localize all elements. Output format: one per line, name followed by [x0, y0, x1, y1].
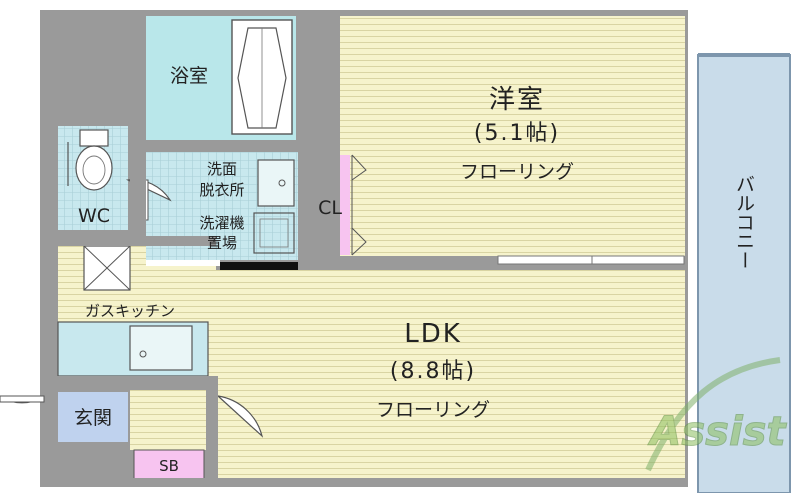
balcony-label: バルコニー: [733, 175, 755, 270]
western-floor: フローリング: [460, 161, 574, 183]
shoe-box: [133, 449, 205, 481]
washing-machine-space: [253, 212, 295, 254]
shoebox-label: SB: [159, 457, 179, 475]
assist-logo: Assist: [645, 357, 788, 472]
western-size: (5.1帖): [474, 121, 560, 146]
washroom-line-1: 洗面: [207, 160, 237, 178]
entrance: [58, 392, 128, 442]
ldk-floor: フローリング: [376, 399, 490, 421]
bath-label: 浴室: [170, 65, 208, 87]
toilet-tank: [79, 129, 109, 147]
balcony: [697, 54, 791, 494]
western-room: [340, 16, 685, 256]
wash-basin: [257, 159, 295, 207]
ldk-door: [216, 395, 264, 438]
washroom-line-4: 置場: [207, 234, 237, 252]
wc-label: WC: [78, 205, 110, 227]
washroom-line-2: 脱衣所: [199, 181, 244, 199]
kitchen-label: ガスキッチン: [85, 302, 175, 320]
toilet-bowl: [75, 145, 113, 191]
western-name: 洋室: [489, 85, 545, 115]
kitchen-sink: [129, 325, 193, 371]
ldk-room: [216, 270, 685, 478]
closet-label: CL: [318, 197, 342, 219]
entrance-label: 玄関: [74, 407, 112, 429]
ldk-name: LDK: [404, 319, 462, 349]
ldk-size: (8.8帖): [390, 359, 476, 384]
svg-text:Assist: Assist: [647, 409, 787, 455]
washroom-line-3: 洗濯機: [199, 214, 244, 232]
